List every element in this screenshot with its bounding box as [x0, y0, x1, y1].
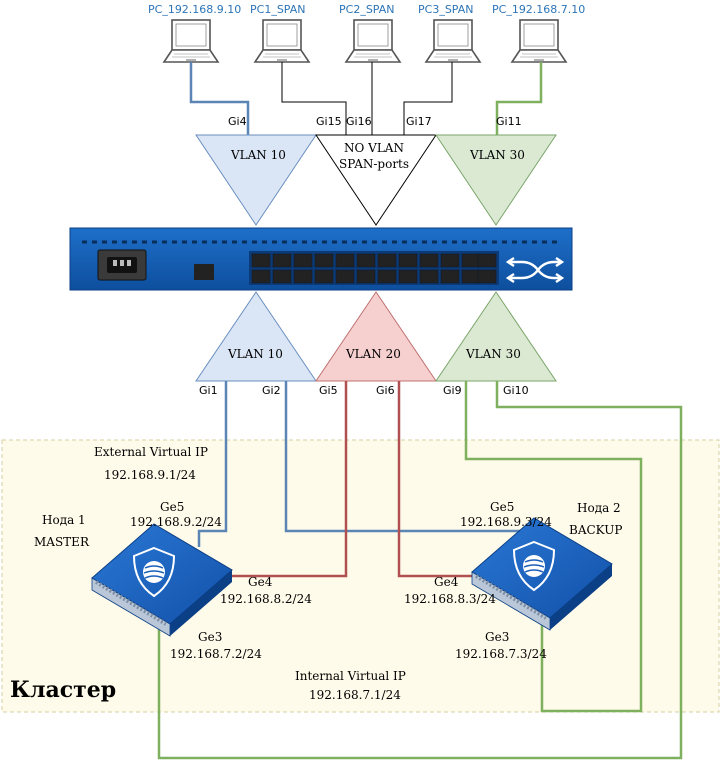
node2-ge3-label: Ge3 [485, 630, 509, 644]
node1-name: Нода 1 [42, 513, 86, 527]
vlan20-bottom-label: VLAN 20 [345, 347, 401, 361]
link-gi9-node2-ge3 [464, 381, 643, 713]
node2-ge5-ip: 192.168.9.3/24 [460, 515, 552, 529]
vlan10-bottom-label: VLAN 10 [227, 347, 283, 361]
laptop-icon-pc3-span[interactable] [425, 19, 481, 63]
port-label-gi2: Gi2 [262, 384, 281, 397]
laptop-icon-pc2-span[interactable] [345, 19, 401, 63]
external-vip-label: External Virtual IP [94, 445, 208, 459]
switch-device[interactable] [69, 227, 573, 291]
cluster-title: Кластер [10, 677, 116, 703]
laptop-icon-pc-9-10[interactable] [163, 19, 219, 63]
pc-label: PC_192.168.7.10 [492, 3, 585, 16]
span-label-line1: NO VLAN [344, 141, 404, 155]
pc-label: PC3_SPAN [418, 3, 473, 16]
port-label-gi5: Gi5 [319, 384, 338, 397]
port-label-gi16: Gi16 [346, 115, 372, 128]
laptop-icon-pc-7-10[interactable] [511, 19, 567, 63]
vlan20-bottom-triangle [315, 291, 437, 382]
node1-role: MASTER [34, 535, 90, 549]
vlan10-bottom-triangle [195, 291, 317, 382]
node2-name: Нода 2 [577, 501, 621, 515]
node2-role: BACKUP [569, 523, 622, 537]
external-vip: 192.168.9.1/24 [104, 468, 196, 482]
port-label-gi4: Gi4 [228, 115, 247, 128]
port-label-gi6: Gi6 [376, 384, 395, 397]
span-label-line2: SPAN-ports [339, 157, 409, 171]
switch-arrows-icon [505, 257, 565, 283]
node1-ge5-ip: 192.168.9.2/24 [130, 515, 222, 529]
link-gi6-node2-ge4 [397, 381, 478, 578]
internal-vip: 192.168.7.1/24 [309, 688, 401, 702]
link-pc3-gi17 [403, 62, 453, 135]
link-gi10-node1-ge3 [157, 381, 683, 760]
port-label-gi9: Gi9 [443, 384, 462, 397]
pc-label: PC2_SPAN [339, 3, 394, 16]
node2-ge4-label: Ge4 [434, 575, 459, 589]
link-gi5-node1-ge4 [230, 381, 348, 578]
vlan30-bottom-label: VLAN 30 [465, 347, 521, 361]
vlan10-top-triangle [195, 134, 317, 226]
pc-label: PC1_SPAN [250, 3, 305, 16]
node2-ge3-ip: 192.168.7.3/24 [455, 647, 547, 661]
vlan30-top-triangle [435, 134, 557, 226]
link-pc-gi4 [189, 62, 250, 135]
node1-ge3-label: Ge3 [198, 630, 222, 644]
link-gi1-node1-ge5 [197, 381, 228, 547]
node1-ge4-ip: 192.168.8.2/24 [220, 592, 312, 606]
vlan30-bottom-triangle [435, 291, 557, 382]
internal-vip-label: Internal Virtual IP [295, 669, 406, 683]
port-label-gi1: Gi1 [199, 384, 218, 397]
link-pc1-gi15 [281, 62, 347, 135]
node1-ge5-label: Ge5 [160, 500, 184, 514]
port-label-gi17: Gi17 [406, 115, 432, 128]
node2-ge5-label: Ge5 [490, 500, 514, 514]
pc-label: PC_192.168.9.10 [148, 3, 241, 16]
span-triangle [315, 134, 437, 226]
link-pc-gi11 [495, 62, 543, 135]
node1-ge3-ip: 192.168.7.2/24 [170, 647, 262, 661]
port-label-gi15: Gi15 [316, 115, 342, 128]
vlan10-top-label: VLAN 10 [230, 148, 286, 162]
node1-ge4-label: Ge4 [248, 575, 273, 589]
port-label-gi11: Gi11 [496, 115, 522, 128]
vlan30-top-label: VLAN 30 [469, 148, 525, 162]
node2-ge4-ip: 192.168.8.3/24 [404, 592, 496, 606]
port-label-gi10: Gi10 [503, 384, 529, 397]
laptop-icon-pc1-span[interactable] [254, 19, 310, 63]
